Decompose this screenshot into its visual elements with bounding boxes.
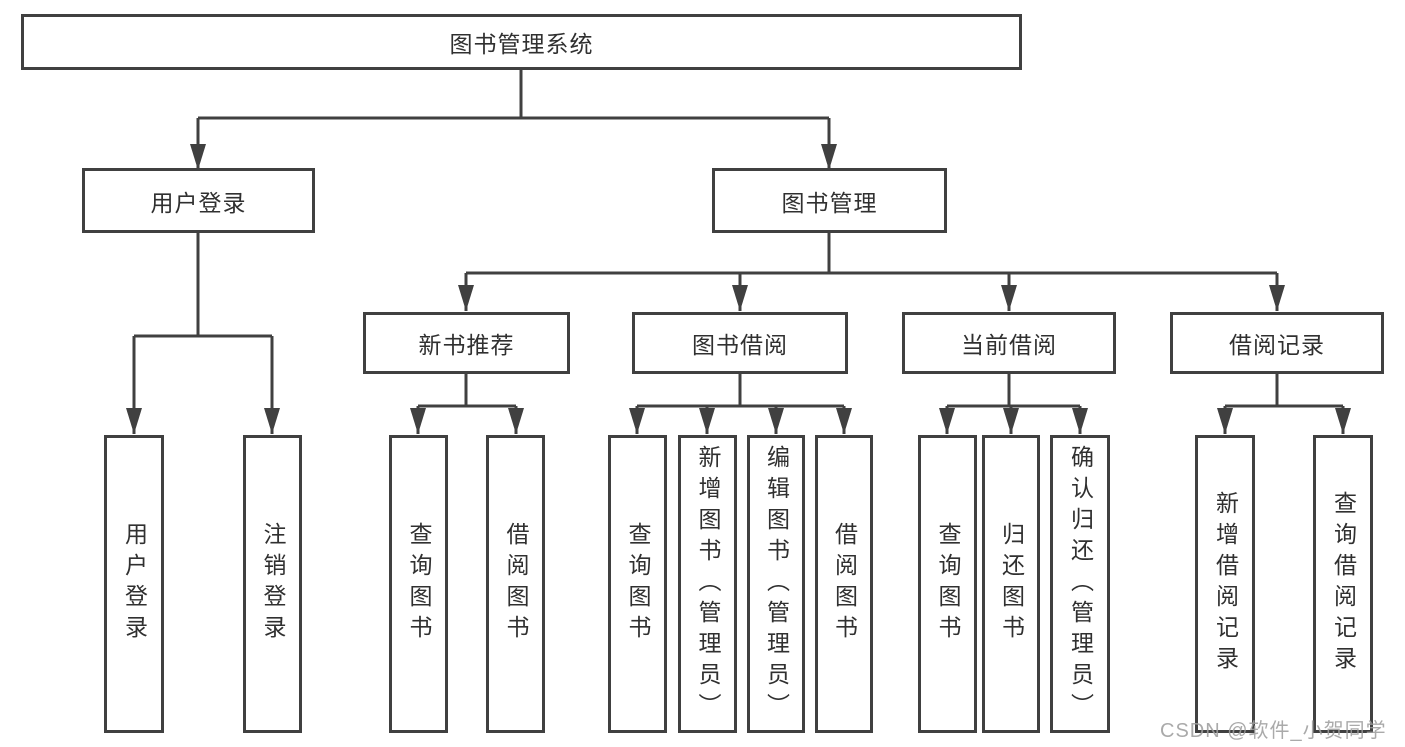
node-leaf-recommend-borrow-books: 借阅图书	[486, 435, 545, 733]
node-library-system: 图书管理系统	[21, 14, 1022, 70]
node-leaf-recommend-query-books: 查询图书	[389, 435, 448, 733]
node-leaf-add-borrow-record: 新增借阅记录	[1195, 435, 1255, 733]
node-leaf-current-query-books: 查询图书	[918, 435, 977, 733]
node-label: 新书推荐	[418, 332, 515, 358]
node-new-book-recommend: 新书推荐	[363, 312, 570, 374]
node-label: 查询借阅记录	[1330, 491, 1357, 677]
node-leaf-logout: 注销登录	[243, 435, 302, 733]
node-label: 借阅图书	[503, 522, 529, 646]
node-label: 用户登录	[121, 522, 148, 646]
node-leaf-edit-book-admin: 编辑图书（管理员）	[747, 435, 805, 733]
node-leaf-confirm-return-admin: 确认归还（管理员）	[1050, 435, 1110, 733]
node-leaf-user-login: 用户登录	[104, 435, 164, 733]
node-borrow-records: 借阅记录	[1170, 312, 1384, 374]
node-label: 图书管理系统	[449, 31, 594, 57]
node-label: 归还图书	[998, 522, 1025, 646]
node-book-borrow: 图书借阅	[632, 312, 848, 374]
node-label: 查询图书	[406, 522, 432, 646]
node-label: 查询图书	[625, 522, 651, 646]
node-book-management: 图书管理	[712, 168, 947, 233]
node-label: 图书管理	[781, 189, 878, 216]
node-leaf-query-borrow-record: 查询借阅记录	[1313, 435, 1373, 733]
node-label: 用户登录	[150, 189, 247, 216]
node-label: 当前借阅	[961, 332, 1057, 358]
node-leaf-borrow-book: 借阅图书	[815, 435, 873, 733]
node-label: 编辑图书（管理员）	[763, 444, 790, 724]
node-label: 确认归还（管理员）	[1067, 444, 1094, 724]
node-label: 查询图书	[935, 522, 961, 646]
node-leaf-return-book: 归还图书	[982, 435, 1040, 733]
node-label: 注销登录	[260, 522, 286, 646]
node-leaf-add-book-admin: 新增图书（管理员）	[678, 435, 737, 733]
node-current-borrow: 当前借阅	[902, 312, 1116, 374]
node-leaf-borrow-query-books: 查询图书	[608, 435, 667, 733]
node-label: 借阅图书	[831, 522, 858, 646]
node-label: 新增图书（管理员）	[695, 444, 721, 724]
node-label: 新增借阅记录	[1212, 491, 1239, 677]
node-label: 图书借阅	[692, 332, 788, 358]
node-label: 借阅记录	[1229, 332, 1325, 358]
watermark: CSDN @软件_小贺同学	[1160, 720, 1387, 742]
node-user-login: 用户登录	[82, 168, 315, 233]
